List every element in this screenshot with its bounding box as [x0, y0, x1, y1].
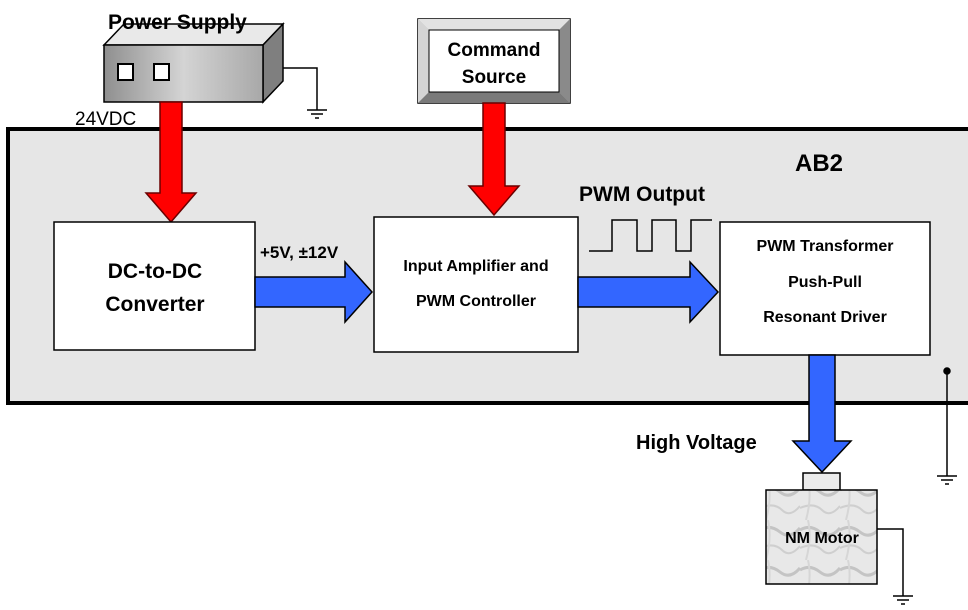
amplifier-line1: Input Amplifier and	[403, 258, 548, 275]
rails-label: +5V, ±12V	[260, 243, 339, 262]
dcdc-line2: Converter	[105, 293, 204, 316]
power-supply-title: Power Supply	[108, 11, 247, 34]
input-amplifier-box	[373, 216, 579, 353]
power-switch-icon	[153, 63, 170, 81]
board-label: AB2	[795, 150, 843, 177]
amplifier-line2: PWM Controller	[416, 293, 536, 310]
command-arrow	[467, 102, 521, 217]
command-source-line2: Source	[462, 67, 526, 88]
command-source-line1: Command	[448, 40, 541, 61]
pwm-waveform	[589, 219, 712, 252]
motor-label: NM Motor	[785, 530, 859, 547]
ground-icon	[283, 67, 327, 119]
rails-arrow	[254, 260, 374, 324]
driver-line1: PWM Transformer	[757, 238, 894, 255]
pwm-driver-box	[719, 221, 931, 356]
voltage-label: 24VDC	[75, 109, 136, 130]
board-ground-icon	[937, 367, 957, 485]
driver-line2: Push-Pull	[788, 274, 862, 291]
pwm-arrow	[577, 260, 720, 324]
pwm-output-label: PWM Output	[579, 183, 705, 206]
driver-line3: Resonant Driver	[763, 309, 887, 326]
dcdc-converter-box	[53, 221, 256, 351]
motor-ground-icon	[877, 528, 913, 605]
command-source	[417, 18, 571, 104]
high-voltage-label: High Voltage	[636, 432, 757, 454]
high-voltage-arrow	[791, 354, 853, 474]
power-switch-icon	[117, 63, 134, 81]
power-supply	[102, 22, 285, 104]
motor-shaft	[802, 472, 841, 491]
power-arrow	[144, 101, 198, 224]
motor-box	[765, 489, 878, 585]
dcdc-line1: DC-to-DC	[108, 260, 202, 283]
